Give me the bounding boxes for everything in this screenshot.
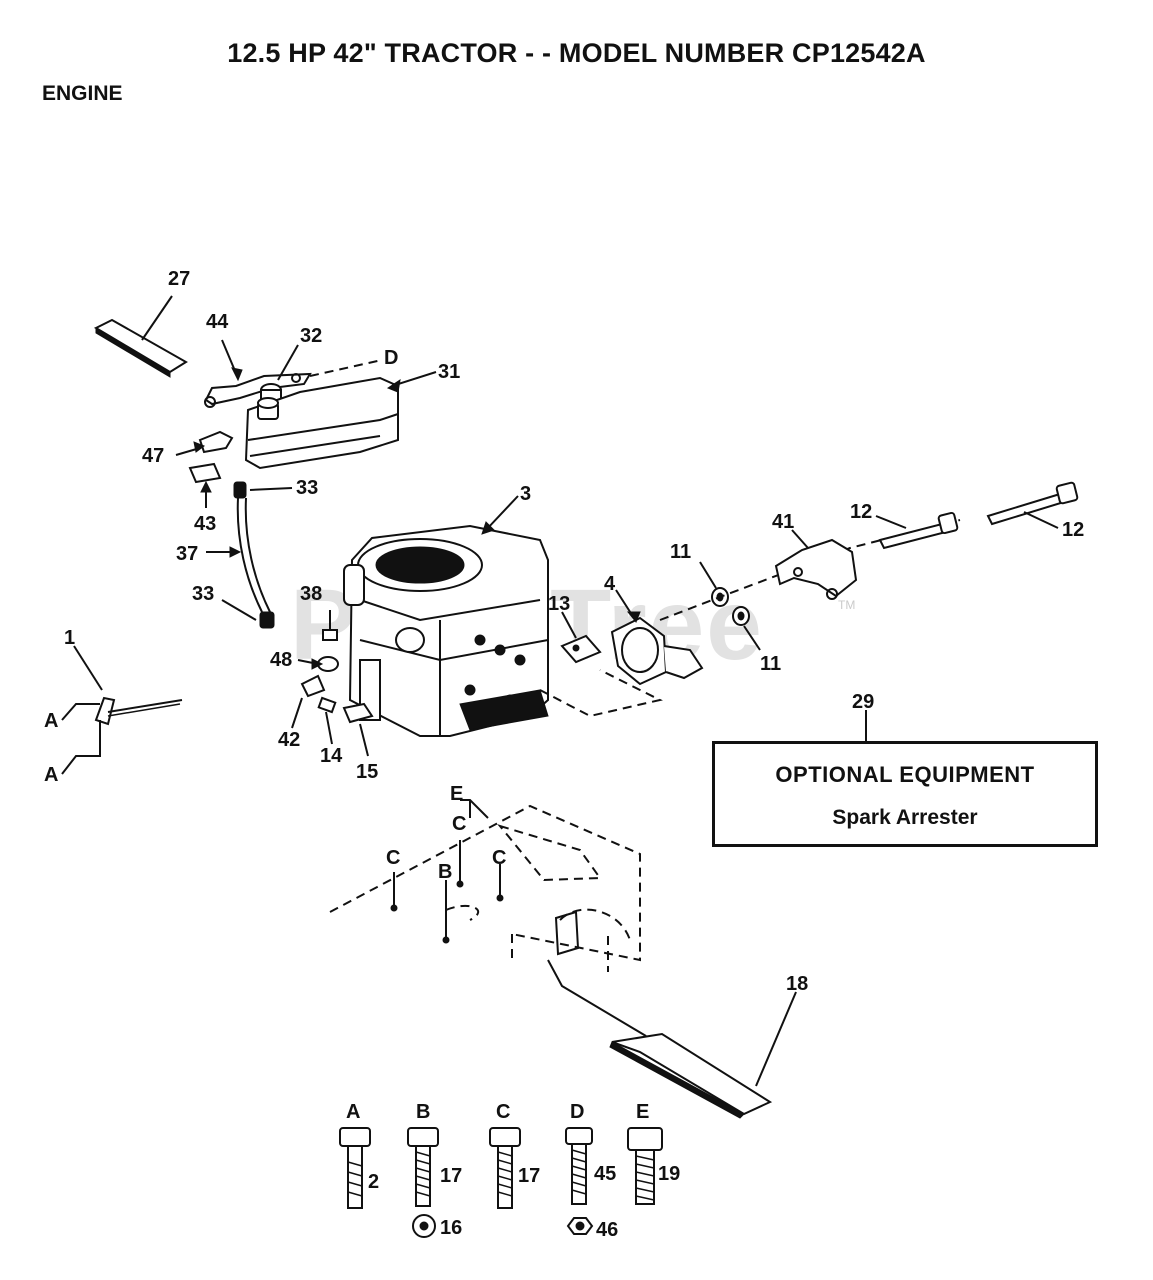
optional-equipment-box: OPTIONAL EQUIPMENT Spark Arrester (712, 741, 1098, 847)
hardware-ref-17-c: 17 (518, 1165, 540, 1187)
callout-38: 38 (300, 583, 322, 605)
callout-12-b: 12 (1062, 519, 1084, 541)
chassis-frame (329, 804, 641, 972)
part-42-elbow (300, 674, 326, 698)
hardware-ref-16: 16 (440, 1217, 462, 1239)
callout-1: 1 (64, 627, 75, 649)
watermark-trademark: TM (838, 598, 856, 612)
callout-33-bottom: 33 (192, 583, 214, 605)
callout-18: 18 (786, 973, 808, 995)
part-41-heat-shield (774, 538, 858, 600)
bolt-e-19 (627, 1127, 663, 1205)
part-27-strip (93, 318, 188, 378)
callout-a-lower: A (44, 764, 58, 786)
hardware-callout-markers (390, 799, 504, 944)
leader-41 (791, 529, 809, 549)
part-18-skid-plate (547, 959, 773, 1119)
hardware-ref-45: 45 (594, 1163, 616, 1185)
leader-18 (755, 991, 797, 1087)
callout-11-b: 11 (760, 653, 781, 675)
leader-33a (249, 487, 293, 491)
hardware-letter-e: E (636, 1101, 649, 1123)
callout-42: 42 (278, 729, 300, 751)
part-37-fuel-line (233, 481, 275, 629)
part-31-fuel-tank (244, 376, 399, 470)
part-13-gasket (560, 634, 602, 664)
callout-41: 41 (772, 511, 794, 533)
leader-13 (561, 611, 577, 639)
callout-b-ref: B (438, 861, 452, 883)
leader-14 (325, 711, 333, 745)
callout-32: 32 (300, 325, 322, 347)
callout-d-ref: D (384, 347, 398, 369)
callout-27: 27 (168, 268, 190, 290)
leader-3 (485, 495, 519, 531)
hardware-ref-19: 19 (658, 1163, 680, 1185)
bolt-a-2 (339, 1127, 371, 1209)
callout-c-ref-b: C (386, 847, 400, 869)
leader-1 (73, 645, 103, 691)
callout-29: 29 (852, 691, 874, 713)
callout-4: 4 (604, 573, 616, 595)
optional-equipment-item: Spark Arrester (832, 806, 978, 829)
leader-12a (875, 515, 907, 529)
part-38-bolt (322, 610, 338, 641)
callout-47: 47 (142, 445, 164, 467)
bolt-b-17 (407, 1127, 439, 1238)
leader-12b (1023, 511, 1059, 529)
callout-c-ref-c: C (492, 847, 506, 869)
callout-15: 15 (356, 761, 378, 783)
callout-31: 31 (438, 361, 460, 383)
leader-32 (277, 344, 299, 381)
part-11-washer-a (711, 587, 729, 607)
leader-33b (221, 599, 257, 621)
callout-33-top: 33 (296, 477, 318, 499)
callout-c-ref-a: C (452, 813, 466, 835)
callout-13: 13 (548, 593, 570, 615)
callout-a-upper: A (44, 710, 58, 732)
page-title: 12.5 HP 42" TRACTOR - - MODEL NUMBER CP1… (227, 38, 926, 68)
bolt-d-45 (565, 1127, 594, 1235)
leader-11b (743, 625, 761, 651)
part-11-washer-b (732, 606, 750, 626)
part-3-engine (343, 524, 549, 737)
part-15-valve (342, 702, 374, 724)
callout-43: 43 (194, 513, 216, 535)
hardware-ref-17-b: 17 (440, 1165, 462, 1187)
leader-27 (141, 295, 173, 341)
callout-11-a: 11 (670, 541, 691, 563)
callout-48: 48 (270, 649, 292, 671)
leader-11a (699, 561, 717, 589)
leader-15 (359, 723, 369, 757)
part-12-bolt-b (986, 481, 1079, 526)
callout-37: 37 (176, 543, 198, 565)
part-47-clip (198, 430, 234, 454)
hardware-letter-c: C (496, 1101, 510, 1123)
part-43-clamp (188, 462, 222, 484)
section-heading: ENGINE (42, 82, 123, 105)
hardware-ref-46: 46 (596, 1219, 618, 1241)
leader-42 (291, 697, 303, 729)
part-14-nipple (317, 696, 337, 714)
hardware-letter-b: B (416, 1101, 430, 1123)
part-12-bolt-a (878, 511, 959, 550)
part-1-throttle-cable (61, 696, 183, 775)
optional-equipment-title: OPTIONAL EQUIPMENT (775, 762, 1035, 787)
callout-3: 3 (520, 483, 531, 505)
hardware-letter-d: D (570, 1101, 584, 1123)
callout-44: 44 (206, 311, 229, 333)
hardware-letter-a: A (346, 1101, 360, 1123)
callout-14: 14 (320, 745, 343, 767)
bolt-c-17 (489, 1127, 521, 1209)
part-44-bracket (204, 372, 312, 408)
callout-12-a: 12 (850, 501, 872, 523)
callout-e-ref: E (450, 783, 463, 805)
hardware-ref-2: 2 (368, 1171, 379, 1193)
part-4-muffler (610, 616, 704, 686)
